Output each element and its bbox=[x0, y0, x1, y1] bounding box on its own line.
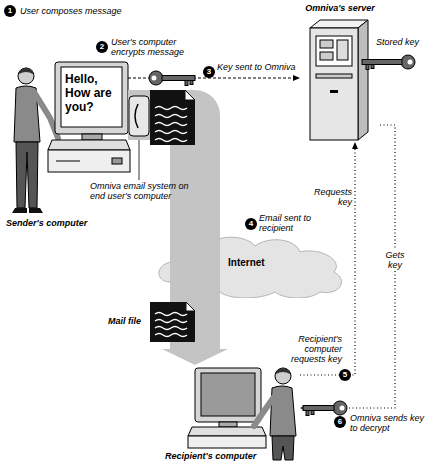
person-head bbox=[18, 68, 34, 84]
server-slot bbox=[330, 90, 338, 93]
person-legs bbox=[272, 436, 294, 460]
callout-number: 5 bbox=[339, 369, 351, 381]
drive-slot bbox=[56, 161, 80, 162]
node-label: Omniva's server bbox=[300, 3, 380, 13]
person-arm bbox=[34, 92, 58, 138]
step-text: User composes message bbox=[20, 6, 150, 16]
document-body bbox=[150, 90, 195, 145]
connector-line bbox=[170, 342, 220, 349]
monitor-stand bbox=[82, 134, 102, 140]
step-text: Recipient's computer requests key bbox=[270, 334, 342, 364]
callout-number: 2 bbox=[96, 41, 108, 53]
recipient-person bbox=[254, 368, 296, 460]
connector-label: Requests key bbox=[310, 187, 352, 207]
person-arm bbox=[254, 394, 276, 426]
arrow-head bbox=[352, 142, 358, 149]
document-fold bbox=[185, 90, 195, 100]
key-tooth bbox=[371, 65, 374, 69]
server-panel bbox=[316, 36, 352, 66]
person-hair bbox=[19, 68, 33, 74]
server-node: Omniva's server bbox=[300, 2, 380, 142]
node-label: Internet bbox=[228, 258, 298, 268]
file-node: Mail file bbox=[108, 302, 222, 342]
key-tooth bbox=[190, 81, 193, 85]
key-shaft bbox=[303, 406, 334, 411]
node-label: Recipient's computer bbox=[165, 451, 295, 461]
key-tooth bbox=[366, 65, 369, 70]
monitor bbox=[55, 62, 128, 134]
key-tooth bbox=[306, 411, 309, 416]
key-bow bbox=[333, 401, 347, 415]
keyboard bbox=[48, 140, 130, 150]
key-bow bbox=[149, 71, 163, 85]
step-text: User's computer encrypts message bbox=[111, 37, 206, 57]
cloud-node: Internet bbox=[150, 232, 350, 298]
step-text: Omniva sends key to decrypt bbox=[350, 413, 434, 433]
person-legs bbox=[16, 142, 38, 208]
callout-number: 6 bbox=[334, 416, 346, 428]
monitor-stand bbox=[219, 422, 237, 427]
server-front bbox=[310, 28, 358, 140]
screen-text: Hello, How are you? bbox=[65, 72, 117, 114]
mail-band bbox=[170, 232, 220, 298]
device-body bbox=[129, 96, 149, 136]
document-waves bbox=[155, 313, 187, 337]
key-icon bbox=[149, 71, 195, 86]
encrypted-document bbox=[150, 90, 195, 145]
server-drive bbox=[320, 52, 333, 60]
server-drive bbox=[320, 40, 333, 48]
leader-line bbox=[139, 136, 140, 180]
device-mark bbox=[135, 104, 138, 128]
sender-computer bbox=[48, 62, 130, 172]
monitor-screen bbox=[201, 373, 255, 416]
key-icon bbox=[303, 401, 347, 416]
person-feet bbox=[12, 208, 43, 213]
key-shaft bbox=[362, 60, 402, 65]
connector bbox=[162, 342, 228, 365]
part-label: Stored key bbox=[376, 37, 431, 47]
callout-number: 3 bbox=[203, 66, 215, 78]
connector-line bbox=[170, 298, 220, 302]
arrow-head bbox=[162, 349, 228, 365]
power-button bbox=[112, 158, 122, 164]
person-hair bbox=[276, 368, 290, 374]
connector-label: Key sent to Omniva bbox=[217, 62, 317, 72]
key-tooth bbox=[185, 81, 188, 86]
sender-person bbox=[12, 68, 58, 213]
document-fold bbox=[186, 302, 195, 311]
note-text: Omniva email system on end user's comput… bbox=[90, 181, 202, 201]
computer-node: Recipient's computer bbox=[160, 365, 300, 464]
callout-number: 1 bbox=[4, 5, 16, 17]
document-waves bbox=[155, 107, 187, 142]
connector-label: Email sent to recipient bbox=[259, 213, 329, 233]
document-body bbox=[150, 302, 195, 342]
monitor bbox=[195, 368, 261, 422]
server-tower bbox=[310, 20, 368, 140]
key-shaft bbox=[162, 76, 195, 81]
connector-label: Gets key bbox=[380, 250, 410, 270]
key-hole bbox=[152, 76, 157, 81]
encrypt-device bbox=[129, 96, 149, 136]
key-hole bbox=[340, 406, 345, 411]
key-icon bbox=[362, 55, 415, 70]
node-label: Mail file bbox=[108, 316, 152, 326]
computer-case bbox=[188, 436, 266, 448]
computer-case bbox=[48, 150, 130, 172]
callout-number: 4 bbox=[245, 218, 257, 230]
key-bow bbox=[401, 55, 415, 69]
server-drive bbox=[337, 40, 348, 60]
monitor-screen bbox=[61, 67, 122, 127]
key-hole bbox=[408, 60, 413, 65]
connector bbox=[195, 298, 196, 302]
node-label: Sender's computer bbox=[6, 218, 126, 228]
key-tooth bbox=[311, 411, 314, 415]
recipient-computer bbox=[188, 368, 266, 448]
server-side bbox=[358, 20, 368, 140]
connector bbox=[128, 75, 300, 81]
person-head bbox=[275, 368, 291, 384]
arrow-head bbox=[293, 75, 300, 81]
server-vent bbox=[316, 74, 352, 78]
